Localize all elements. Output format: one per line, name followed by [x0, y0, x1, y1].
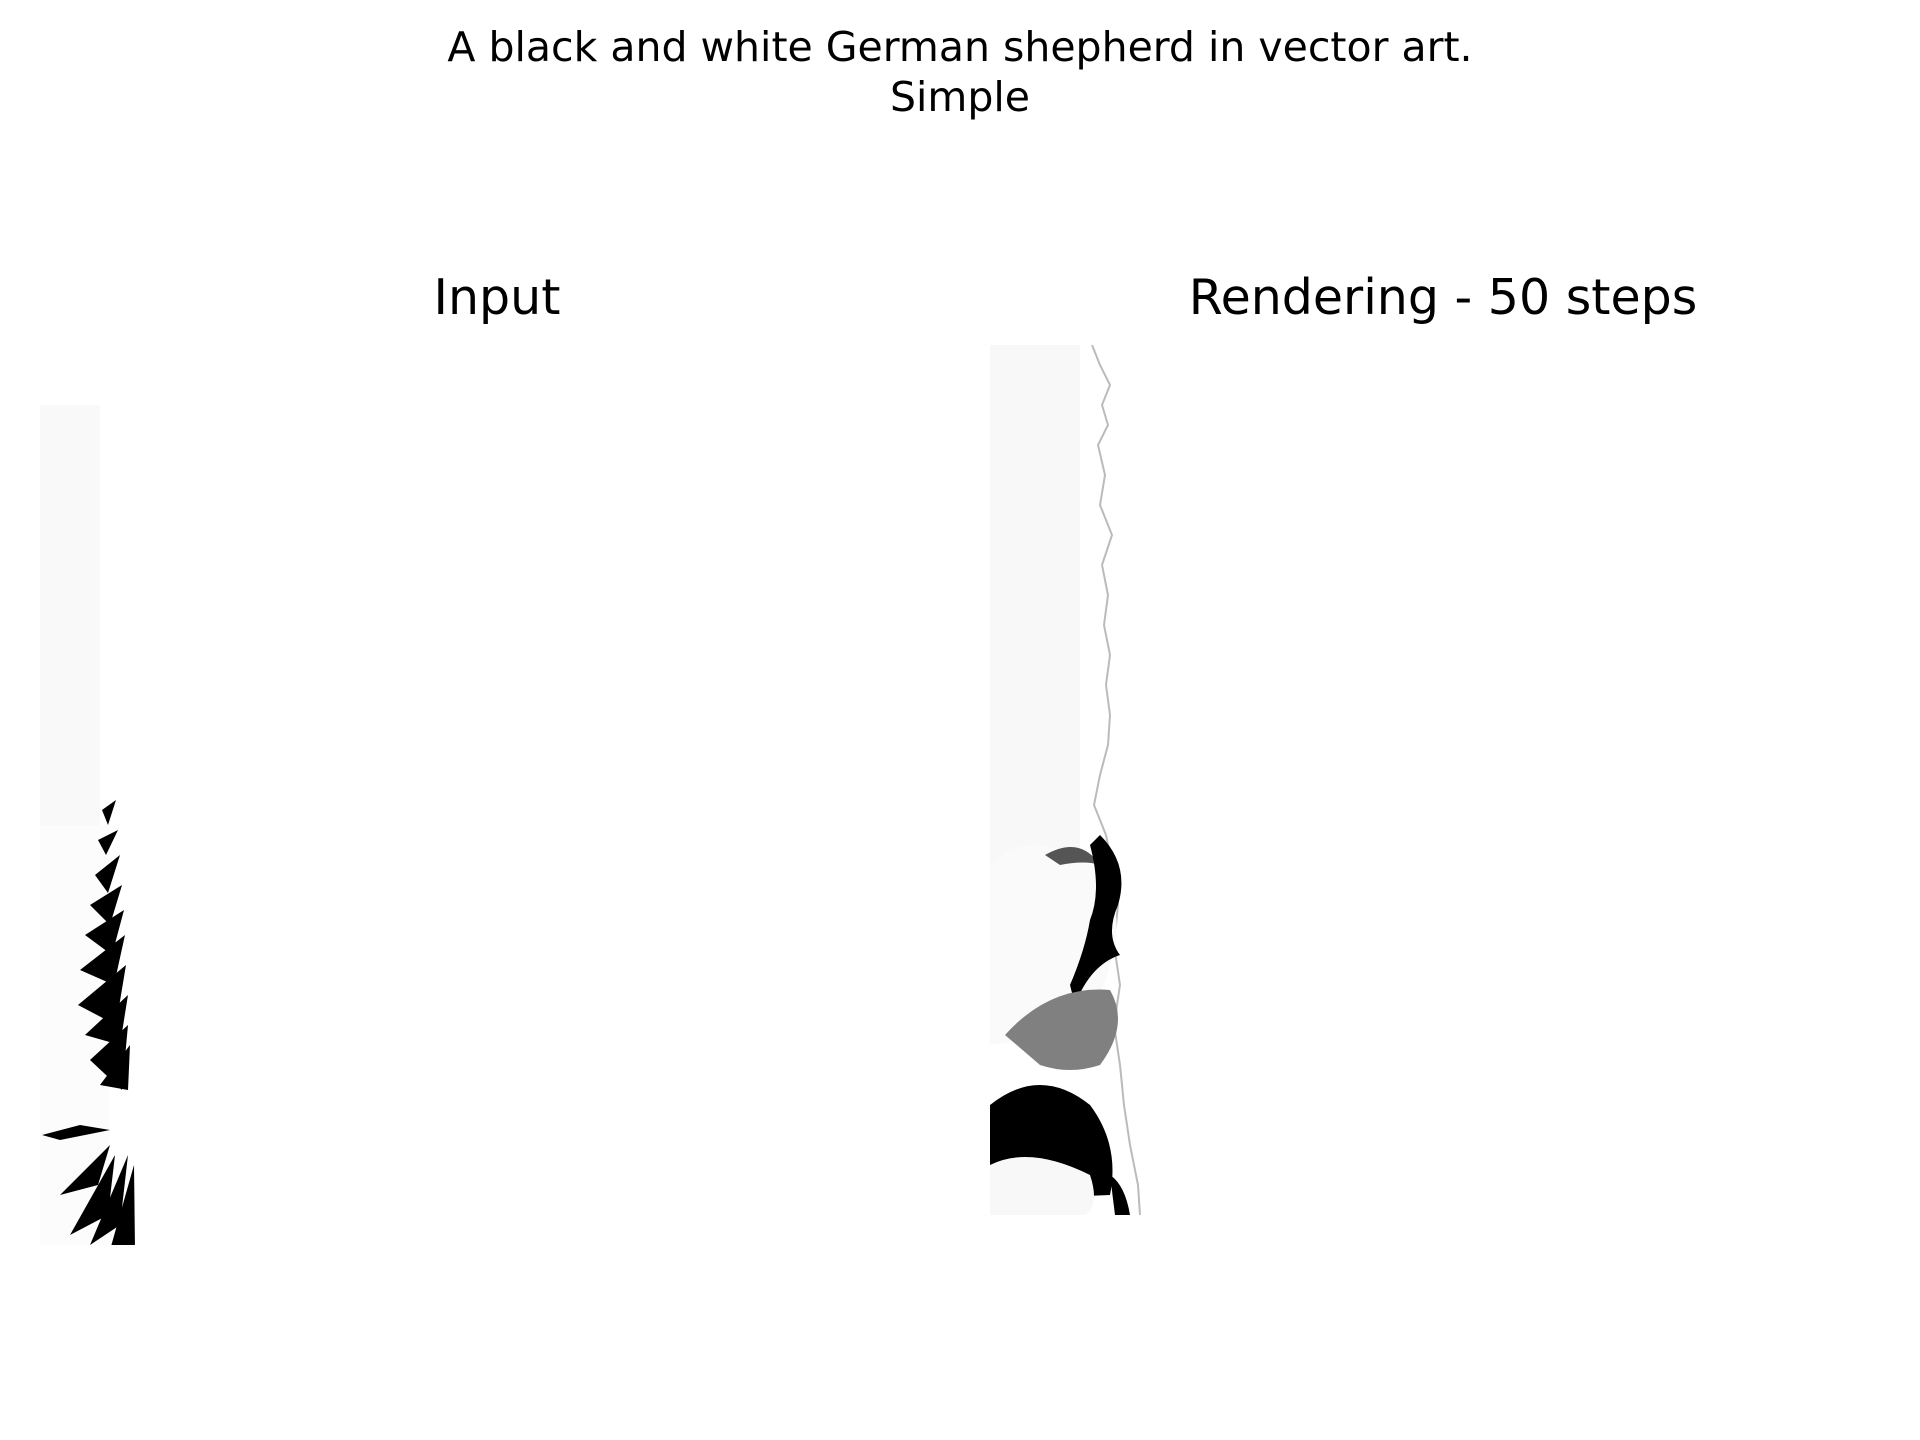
input-fur-strokes — [42, 800, 135, 1245]
rendering-gray-shape — [1005, 989, 1118, 1070]
rendering-dark-arc — [1045, 847, 1100, 865]
rendering-faint-area — [990, 345, 1080, 905]
rendering-edge-line — [1091, 345, 1141, 1216]
rendering-black-tip — [1110, 1175, 1130, 1215]
rendering-black-shape-upper — [1070, 835, 1122, 1005]
figure-title-line-2: Simple — [890, 73, 1030, 121]
input-image-graphic — [40, 405, 135, 1245]
rendering-image-graphic — [990, 345, 1141, 1216]
input-image — [40, 345, 900, 1245]
input-panel-title: Input — [433, 269, 561, 326]
figure-title-line-1: A black and white German shepherd in vec… — [447, 23, 1473, 71]
figure-title: A black and white German shepherd in vec… — [0, 22, 1920, 122]
rendering-panel-title: Rendering - 50 steps — [1188, 269, 1698, 326]
rendering-white-shape-lower — [990, 1157, 1094, 1215]
rendering-image — [990, 345, 1850, 1245]
input-faint-strip — [40, 405, 100, 825]
